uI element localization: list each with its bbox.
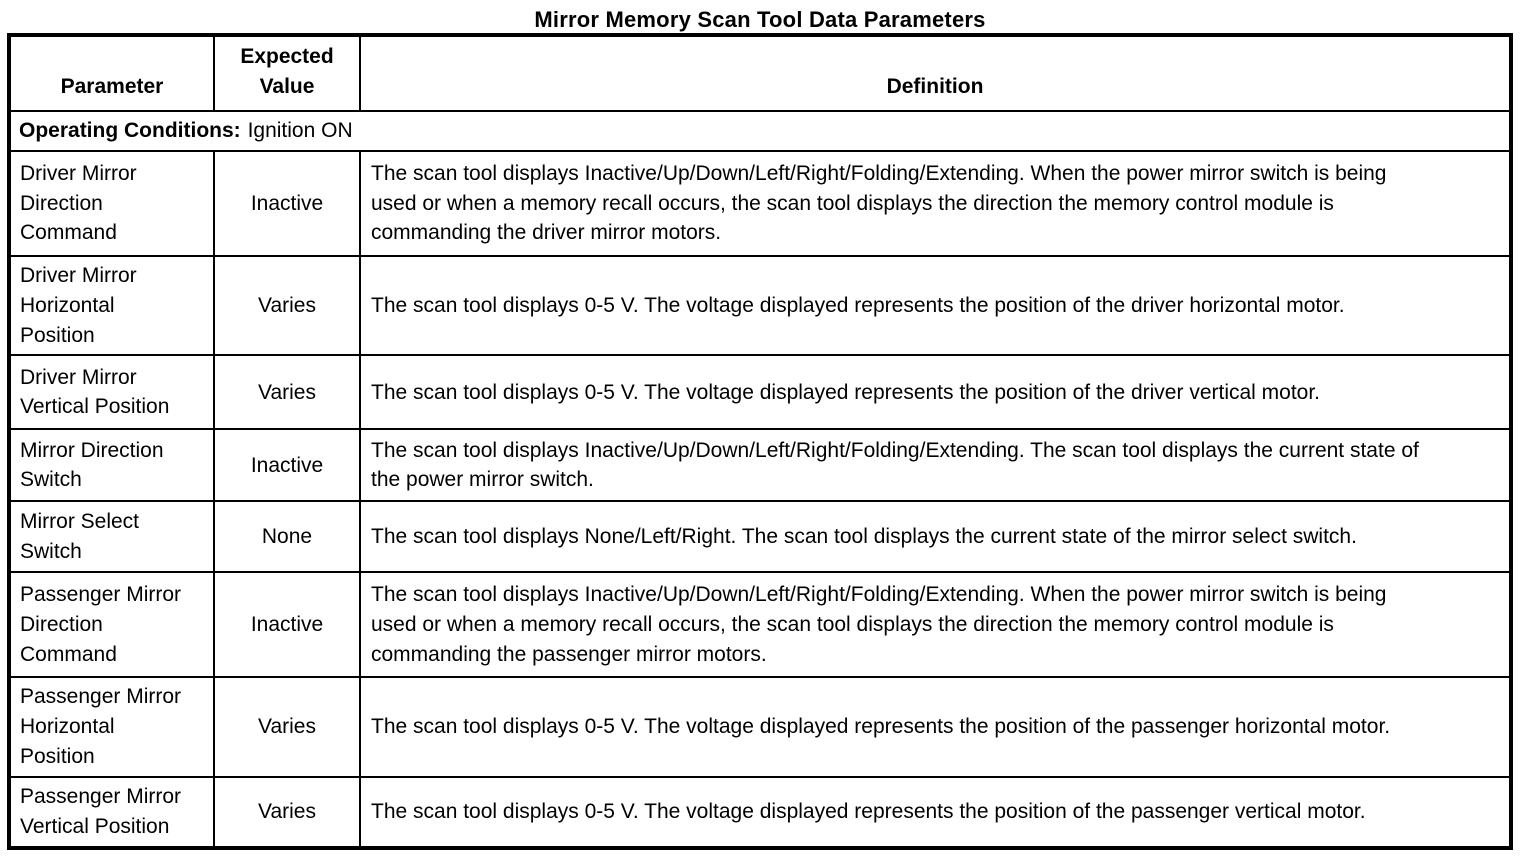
table-row: Mirror Direction Switch Inactive The sca…	[8, 428, 1512, 503]
parameter-cell: Passenger Mirror Horizontal Position	[8, 676, 215, 778]
expected-value-cell: Inactive	[213, 571, 361, 679]
column-header-parameter: Parameter	[8, 34, 215, 112]
definition-cell: The scan tool displays Inactive/Up/Down/…	[359, 428, 1512, 503]
table-row: Passenger Mirror Vertical Position Varie…	[8, 775, 1512, 849]
operating-conditions-row: Operating Conditions:Ignition ON	[8, 110, 1512, 152]
definition-cell: The scan tool displays None/Left/Right. …	[359, 500, 1512, 574]
expected-value-cell: None	[213, 500, 361, 574]
definition-cell: The scan tool displays 0-5 V. The voltag…	[359, 676, 1512, 778]
table-header-row: Parameter Expected Value Definition	[8, 34, 1512, 112]
expected-value-cell: Varies	[213, 354, 361, 431]
table-row: Driver Mirror Horizontal Position Varies…	[8, 254, 1512, 357]
parameter-cell: Passenger Mirror Direction Command	[8, 571, 215, 679]
expected-value-cell: Varies	[213, 254, 361, 357]
operating-conditions-label: Operating Conditions:	[19, 119, 241, 143]
parameter-cell: Driver Mirror Direction Command	[8, 150, 215, 257]
table-row: Passenger Mirror Horizontal Position Var…	[8, 676, 1512, 778]
page-title: Mirror Memory Scan Tool Data Parameters	[534, 7, 986, 32]
scan-tool-data-table: Parameter Expected Value Definition Oper…	[7, 33, 1513, 850]
column-header-expected-value: Expected Value	[213, 34, 361, 112]
table-row: Passenger Mirror Direction Command Inact…	[8, 571, 1512, 679]
parameter-cell: Passenger Mirror Vertical Position	[8, 775, 215, 849]
parameter-cell: Mirror Direction Switch	[8, 428, 215, 503]
definition-cell: The scan tool displays 0-5 V. The voltag…	[359, 254, 1512, 357]
table-row: Mirror Select Switch None The scan tool …	[8, 500, 1512, 574]
definition-cell: The scan tool displays Inactive/Up/Down/…	[359, 571, 1512, 679]
column-header-definition: Definition	[359, 34, 1512, 112]
operating-conditions-value: Ignition ON	[247, 119, 353, 143]
definition-cell: The scan tool displays Inactive/Up/Down/…	[359, 150, 1512, 257]
parameter-cell: Mirror Select Switch	[8, 500, 215, 574]
table-row: Driver Mirror Direction Command Inactive…	[8, 150, 1512, 257]
expected-value-cell: Varies	[213, 775, 361, 849]
parameter-cell: Driver Mirror Vertical Position	[8, 354, 215, 431]
definition-cell: The scan tool displays 0-5 V. The voltag…	[359, 354, 1512, 431]
parameter-cell: Driver Mirror Horizontal Position	[8, 254, 215, 357]
expected-value-cell: Inactive	[213, 150, 361, 257]
expected-value-cell: Varies	[213, 676, 361, 778]
expected-value-cell: Inactive	[213, 428, 361, 503]
definition-cell: The scan tool displays 0-5 V. The voltag…	[359, 775, 1512, 849]
table-row: Driver Mirror Vertical Position Varies T…	[8, 354, 1512, 431]
operating-conditions-cell: Operating Conditions:Ignition ON	[8, 110, 1512, 152]
